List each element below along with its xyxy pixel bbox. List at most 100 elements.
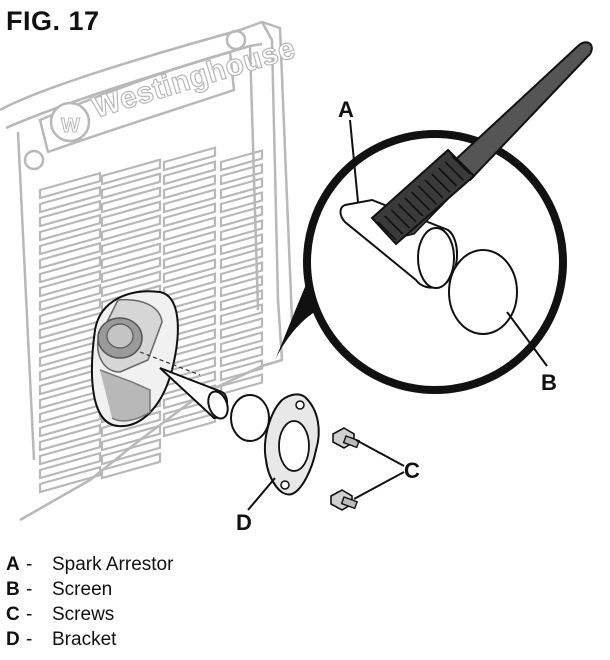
westinghouse-logo-icon — [49, 101, 91, 143]
bracket-part — [264, 393, 320, 496]
callout-d: D — [236, 510, 252, 535]
grille-slat — [219, 177, 264, 200]
legend-row-c: C - Screws — [6, 602, 173, 627]
screw-icon — [330, 489, 359, 511]
grille-slat — [38, 311, 102, 340]
grille-slat — [100, 424, 162, 452]
grille-slat — [219, 205, 264, 228]
grille-slat — [38, 409, 102, 438]
assembly-guide-line — [139, 351, 201, 376]
spark-arrestor-part — [159, 367, 229, 420]
callout-c: C — [404, 458, 420, 483]
grille-slat — [100, 438, 162, 466]
grille-slat — [162, 412, 217, 438]
grille-slat — [38, 381, 102, 410]
grille-slat — [38, 241, 102, 270]
grille-slat — [38, 213, 102, 242]
grille-slat — [219, 275, 264, 298]
callout-b: B — [541, 370, 557, 395]
legend-separator: - — [26, 579, 33, 600]
grille-slat — [38, 255, 102, 284]
brush-bristle — [411, 191, 431, 211]
grille-slat — [162, 216, 217, 242]
generator-housing — [0, 20, 294, 522]
grille-slat — [38, 437, 102, 466]
grille-slat — [162, 174, 217, 200]
legend-separator: - — [26, 554, 33, 575]
brush-bristle — [390, 209, 411, 229]
brush-bristle — [431, 173, 451, 193]
legend-label: Spark Arrestor — [52, 554, 174, 575]
brush-bristle — [451, 155, 471, 175]
grille-slat — [38, 465, 102, 494]
grille-slat — [38, 325, 102, 354]
screen-detail — [448, 249, 518, 335]
grille-slat — [100, 242, 162, 270]
brush-bristle — [397, 203, 417, 223]
grille-slat — [162, 258, 217, 284]
legend-key: A — [6, 554, 20, 575]
brush-bristle — [444, 161, 464, 181]
grille-slat — [219, 289, 264, 312]
grille-slat — [219, 149, 264, 172]
grille-slat — [219, 191, 264, 214]
parts-legend: A - Spark Arrestor B - Screen C - Screws… — [6, 552, 173, 652]
legend-key: B — [6, 579, 20, 600]
grille-slat — [162, 230, 217, 256]
legend-row-b: B - Screen — [6, 577, 173, 602]
grille-slat — [38, 451, 102, 480]
muffler-outlet — [90, 290, 179, 428]
legend-label: Screws — [52, 604, 115, 625]
grille-slat — [219, 359, 264, 382]
brush-bristle — [437, 167, 458, 187]
grille-slat — [219, 247, 264, 270]
grille-slat — [38, 185, 102, 214]
legend-separator: - — [26, 604, 33, 625]
brush-bristle — [404, 197, 424, 217]
grille-slat — [100, 200, 162, 228]
grille-slat — [219, 261, 264, 284]
grille-slat — [38, 395, 102, 424]
brush-bristle — [384, 215, 404, 235]
grille-slat — [38, 199, 102, 228]
svg-text:W: W — [61, 115, 80, 137]
grille-slat — [100, 158, 162, 186]
diagram-artwork: W Westinghouse — [0, 20, 593, 535]
legend-label: Bracket — [52, 629, 117, 650]
grille-slat — [219, 163, 264, 186]
legend-row-a: A - Spark Arrestor — [6, 552, 173, 577]
grille-slat — [162, 244, 217, 270]
grille-slat — [38, 171, 102, 200]
brush-bristle — [424, 179, 444, 199]
grille-slat — [162, 146, 217, 172]
brand-logo-text: Westinghouse — [88, 32, 299, 125]
legend-row-d: D - Bracket — [6, 627, 173, 652]
grille-slat — [219, 331, 264, 354]
legend-label: Screen — [52, 579, 113, 600]
screw-icon — [332, 427, 361, 449]
figure-title: FIG. 17 — [6, 6, 100, 36]
grille-slat — [219, 317, 264, 340]
grille-slat — [162, 188, 217, 214]
grille-slat — [38, 269, 102, 298]
leader-lines — [247, 119, 548, 511]
grille-slat — [162, 272, 217, 298]
grille-slat — [100, 256, 162, 284]
callout-a: A — [338, 97, 354, 122]
screen-part — [230, 394, 270, 442]
grille-slat — [219, 219, 264, 242]
brush-bristle — [417, 185, 437, 205]
grille-slat — [100, 270, 162, 298]
grille-slat — [100, 452, 162, 480]
grille-slat — [219, 233, 264, 256]
brush-bristle — [377, 221, 397, 241]
legend-key: D — [6, 629, 20, 650]
grille-slat — [38, 227, 102, 256]
grille-slat — [38, 339, 102, 368]
spark-arrestor-detail — [339, 198, 518, 335]
legend-key: C — [6, 604, 20, 625]
grille-slat — [38, 297, 102, 326]
grille-slat — [219, 303, 264, 326]
grille-slat — [162, 160, 217, 186]
grille-slat — [219, 345, 264, 368]
